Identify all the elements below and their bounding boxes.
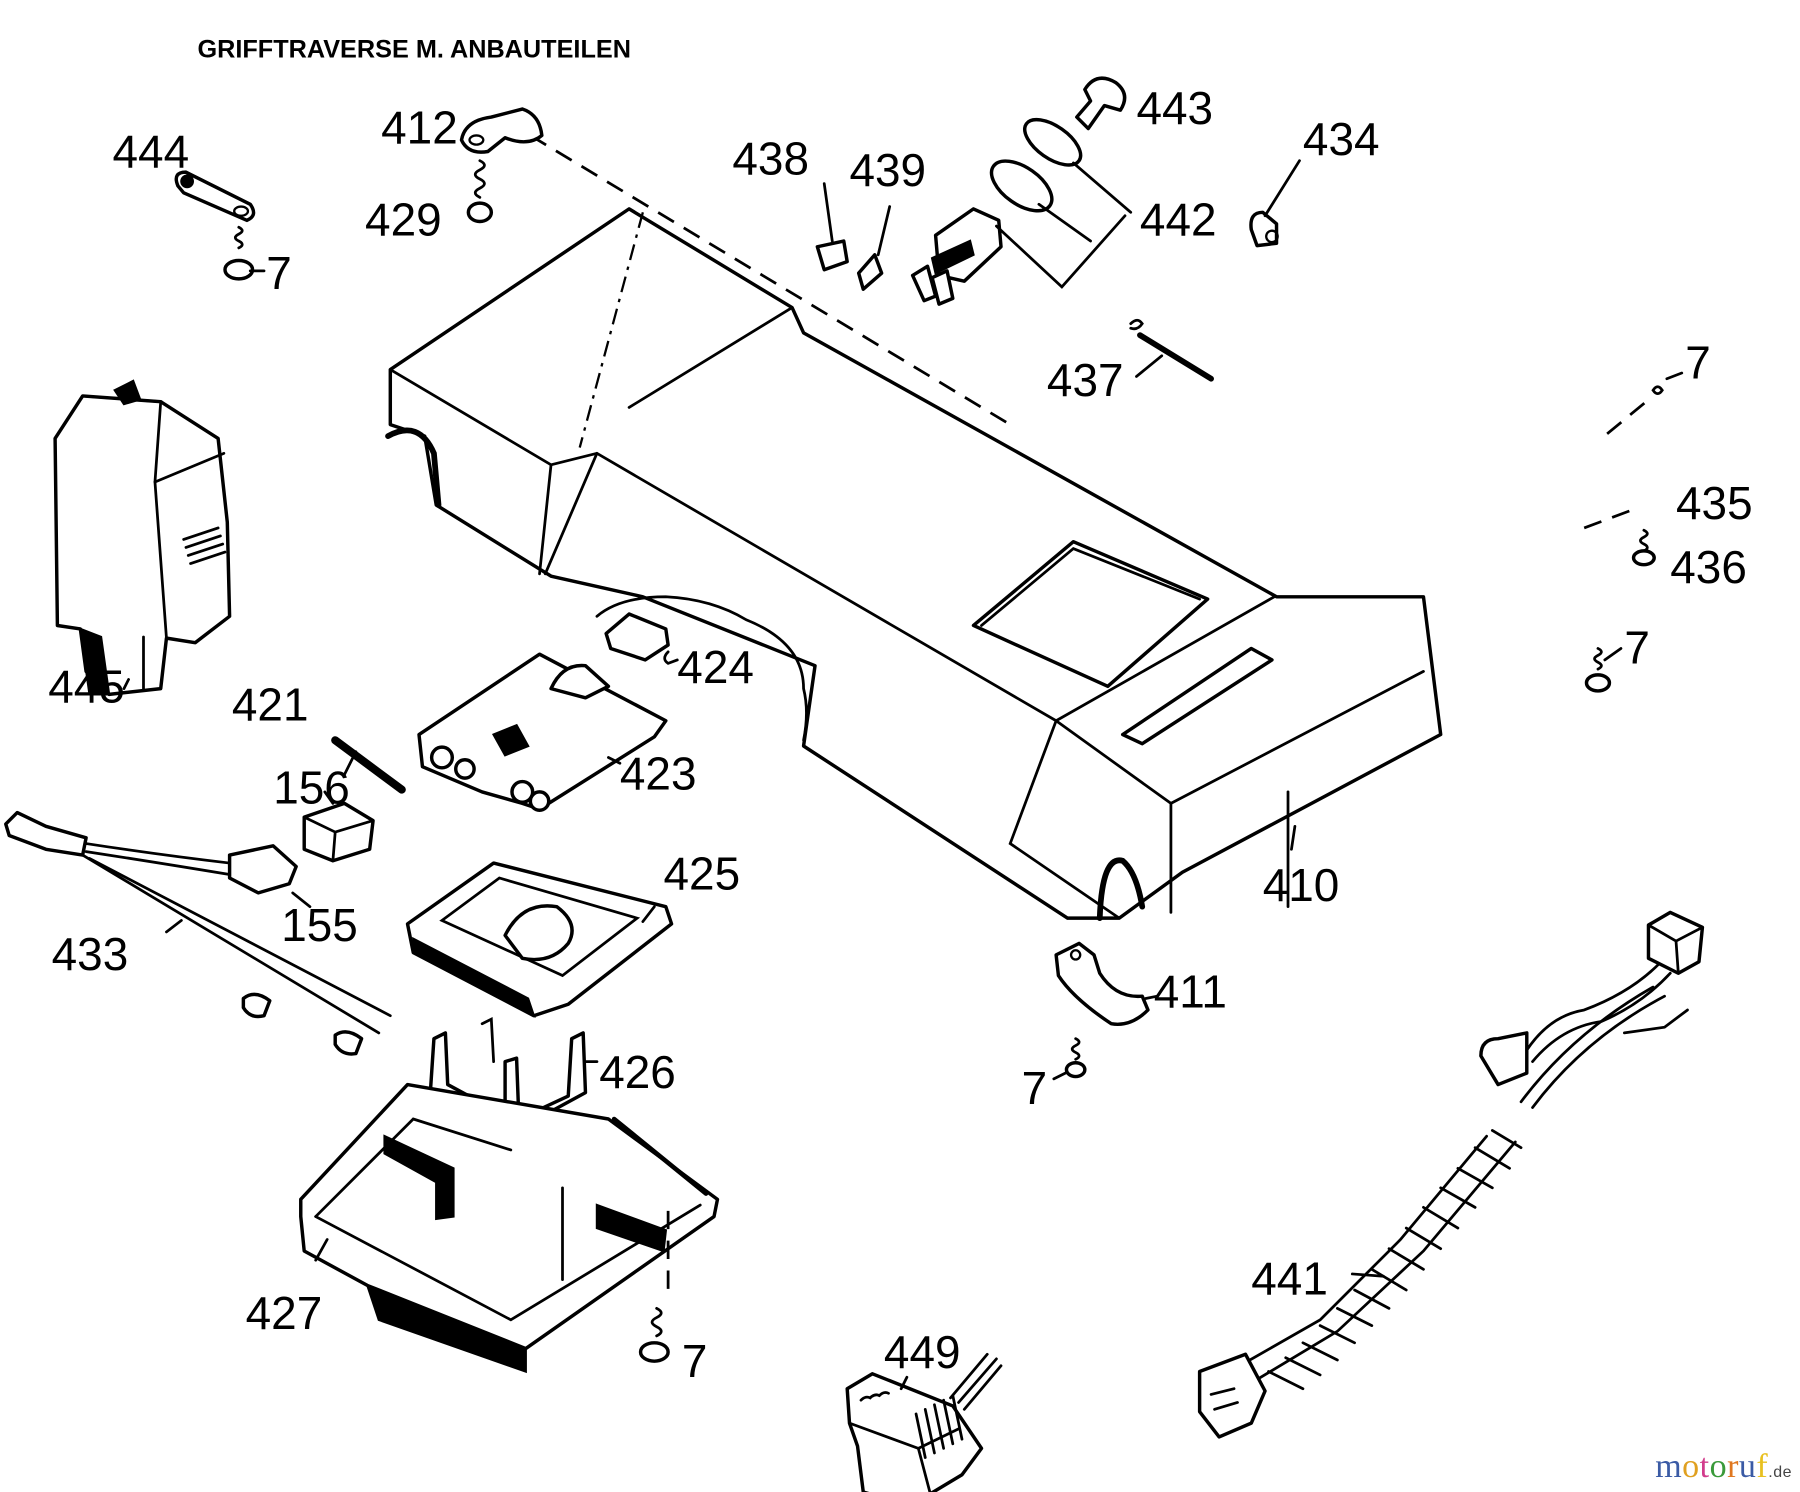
label-424: 424 <box>677 641 754 693</box>
watermark-letter: f <box>1756 1448 1769 1485</box>
part-445-module[interactable] <box>53 379 232 697</box>
part-7-screw-a[interactable] <box>223 225 266 281</box>
label-433: 433 <box>52 928 129 980</box>
label-426: 426 <box>599 1046 676 1098</box>
part-412-clamp[interactable] <box>459 107 544 154</box>
part-438-contact[interactable] <box>815 182 849 272</box>
part-439-contact[interactable] <box>856 205 892 291</box>
part-7-screw-c[interactable] <box>1584 647 1623 693</box>
watermark-letter: u <box>1738 1448 1757 1485</box>
diagram-title: GRIFFTRAVERSE M. ANBAUTEILEN <box>197 35 631 63</box>
label-7-c: 7 <box>1624 621 1650 673</box>
label-155: 155 <box>281 899 358 951</box>
part-444-strap[interactable] <box>174 170 256 223</box>
label-445: 445 <box>48 660 125 712</box>
part-434-clip[interactable] <box>1249 159 1301 248</box>
label-423: 423 <box>620 748 697 800</box>
watermark-logo: motoruf.de <box>1655 1448 1792 1486</box>
watermark-letter: t <box>1699 1448 1710 1485</box>
part-7-screw-b[interactable] <box>1606 371 1684 435</box>
watermark-tld: .de <box>1768 1464 1792 1481</box>
part-7-screw-e[interactable] <box>1052 1037 1087 1081</box>
label-427: 427 <box>246 1287 323 1339</box>
part-429-screw[interactable] <box>466 159 494 224</box>
part-433-wire-harness[interactable] <box>4 810 392 1056</box>
part-442-nut-washer[interactable] <box>983 111 1133 289</box>
label-437: 437 <box>1047 354 1124 406</box>
label-441: 441 <box>1251 1253 1328 1305</box>
label-421: 421 <box>232 679 309 731</box>
label-435: 435 <box>1676 477 1753 529</box>
part-436-screw[interactable] <box>1583 509 1656 567</box>
part-441-cable-harness[interactable] <box>1197 910 1705 1439</box>
label-412: 412 <box>381 101 458 153</box>
part-421-rod[interactable] <box>331 736 406 794</box>
label-439: 439 <box>849 144 926 196</box>
cutaway-outline <box>595 595 808 742</box>
watermark-letter: r <box>1727 1448 1739 1485</box>
label-438: 438 <box>732 132 809 184</box>
label-411: 411 <box>1154 966 1227 1018</box>
label-442: 442 <box>1140 193 1217 245</box>
label-429: 429 <box>365 193 442 245</box>
label-7-e: 7 <box>1022 1062 1048 1114</box>
watermark-letter: o <box>1682 1448 1700 1485</box>
part-155-connector[interactable] <box>227 844 312 909</box>
label-436: 436 <box>1670 541 1747 593</box>
part-7-screw-d[interactable] <box>638 1306 670 1363</box>
label-434: 434 <box>1303 113 1380 165</box>
part-ignition-switch[interactable] <box>910 207 1003 306</box>
part-410-handle-crossbar[interactable] <box>385 207 1443 922</box>
part-423-lever[interactable] <box>417 652 668 812</box>
part-411-clamp[interactable] <box>1054 941 1159 1027</box>
label-410: 410 <box>1263 859 1340 911</box>
label-156: 156 <box>273 761 350 813</box>
watermark-letter: m <box>1655 1448 1683 1485</box>
label-443: 443 <box>1136 82 1213 134</box>
watermark-letter: o <box>1709 1448 1728 1485</box>
label-7-a: 7 <box>266 247 292 299</box>
part-424-cap[interactable] <box>604 612 679 665</box>
part-427-base-tray[interactable] <box>299 1082 720 1374</box>
part-437-spring[interactable] <box>1129 318 1214 382</box>
part-449-charger[interactable] <box>845 1352 1003 1492</box>
label-7-d: 7 <box>682 1335 708 1387</box>
label-7-b: 7 <box>1685 337 1711 389</box>
part-425-switch-housing[interactable] <box>405 861 674 1019</box>
label-444: 444 <box>113 126 190 178</box>
part-443-key[interactable] <box>1075 76 1127 131</box>
part-156-connector-cap[interactable] <box>302 790 375 863</box>
label-425: 425 <box>664 847 741 899</box>
label-449: 449 <box>884 1326 961 1378</box>
